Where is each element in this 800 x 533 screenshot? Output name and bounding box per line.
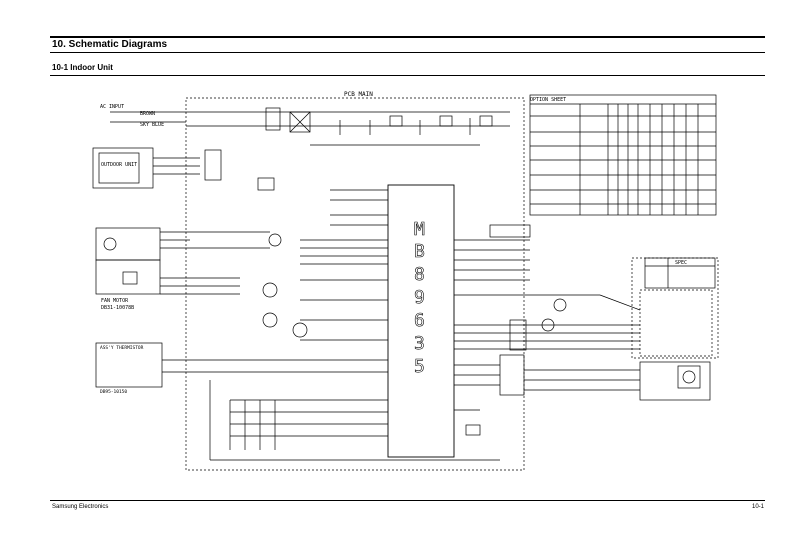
spec-label: SPEC	[675, 260, 687, 266]
subsection-title: 10-1 Indoor Unit	[52, 63, 113, 72]
mcu-label: M B 8 9 6 3 5	[414, 219, 426, 378]
fan-motor-part: DB31-10078B	[101, 305, 134, 311]
pcb-main-boundary	[185, 97, 525, 471]
outdoor-unit-label: OUTDOOR UNIT	[101, 162, 137, 168]
svg-text:5: 5	[414, 356, 425, 377]
svg-text:OPTION SHEET: OPTION SHEET	[530, 97, 566, 103]
thermistor-label: ASS'Y THERMISTOR	[100, 345, 144, 351]
footer-rule	[50, 500, 765, 501]
svg-text:AC INPUT: AC INPUT	[100, 104, 124, 110]
subsection-rule	[50, 75, 765, 76]
svg-text:SKY BLUE: SKY BLUE	[140, 122, 164, 128]
header-rule-mid	[50, 52, 765, 53]
svg-text:M: M	[414, 219, 425, 240]
section-title: 10. Schematic Diagrams	[52, 39, 168, 50]
option-table	[529, 94, 717, 216]
footer-company: Samsung Electronics	[52, 504, 109, 510]
svg-text:3: 3	[414, 333, 425, 354]
svg-text:9: 9	[414, 287, 425, 308]
svg-text:B: B	[414, 241, 425, 262]
mcu-chip	[387, 184, 455, 458]
thermistor-box	[95, 342, 163, 388]
svg-text:6: 6	[414, 310, 425, 331]
outdoor-unit-box	[92, 147, 154, 189]
fan-motor-box	[95, 259, 161, 295]
footer-page-number: 10-1	[751, 504, 764, 510]
svg-text:BROWN: BROWN	[140, 111, 155, 117]
header-rule-top	[50, 36, 765, 38]
thermistor-part: DB95-10150	[100, 389, 127, 395]
fan-motor-label: FAN MOTOR	[101, 298, 129, 304]
svg-text:8: 8	[414, 264, 425, 285]
louver-motor-box	[95, 227, 161, 261]
board-label: PCB MAIN	[344, 91, 373, 98]
display-box	[639, 361, 711, 401]
